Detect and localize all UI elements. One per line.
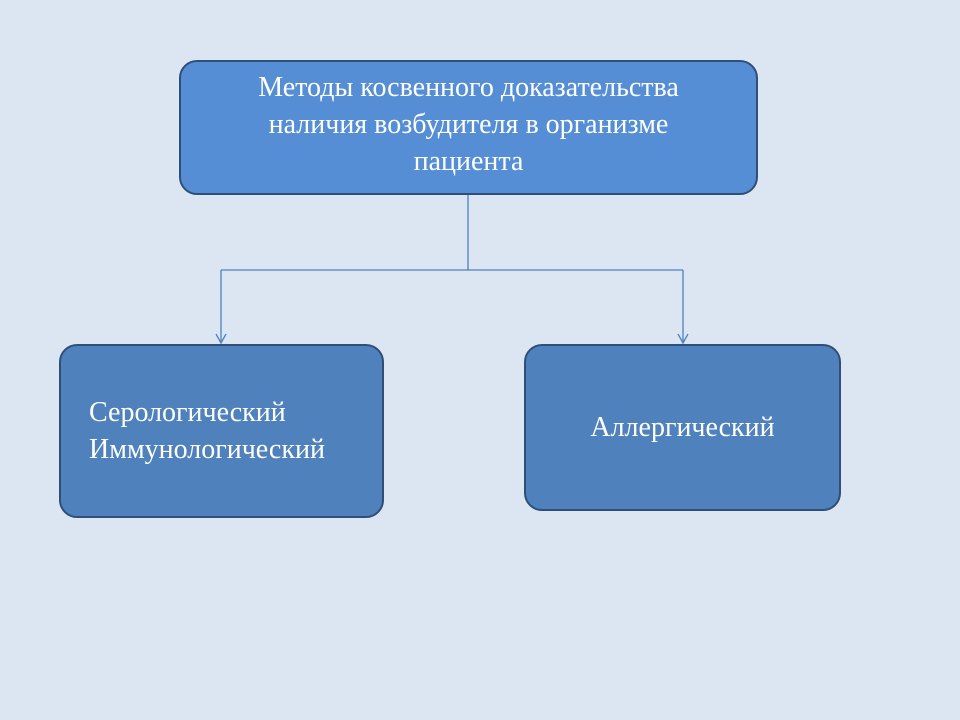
root-node-label: Методы косвенного доказательства наличия…: [258, 72, 679, 177]
arrowhead-right: [677, 333, 689, 345]
child-node-serological-immunological: Серологический Иммунологический: [59, 344, 384, 518]
child-node-label-allergic: Аллергический: [590, 412, 775, 443]
root-node: Методы косвенного доказательства наличия…: [179, 60, 758, 195]
child-node-allergic: Аллергический: [524, 344, 841, 511]
arrowhead-left: [215, 333, 227, 345]
child-node-label-serological: Серологический Иммунологический: [89, 397, 325, 465]
